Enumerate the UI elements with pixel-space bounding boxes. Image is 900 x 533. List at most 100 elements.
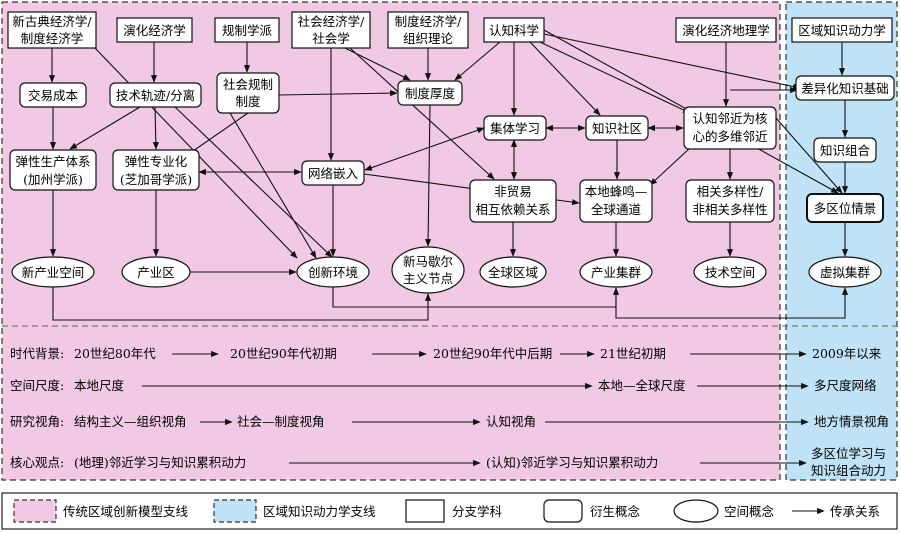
era-item-4: 21世纪初期 [600,346,666,361]
box-flex-production: 弹性生产体系 (加州学派) [9,149,97,191]
legend-swatch-traditional [13,499,57,523]
core-item-3-l1: 多区位学习与 [811,446,886,461]
label-industrial-district: 产业区 [137,265,175,280]
label-related-variety-l2: 非相关多样性 [692,202,767,217]
box-local-buzz: 本地蜂鸣— 全球通道 [579,179,653,223]
label-neo-marshallian-l1: 新马歇尔 [403,254,453,269]
box-cognitive-proximity: 认知邻近为核 心的多维邻近 [683,106,777,150]
arrow-cognitive-community [529,41,601,116]
label-cognitive: 认知科学 [489,23,539,38]
legend-swatch-knowledge [213,499,257,523]
label-tech-trajectory: 技术轨迹/分离 [116,88,195,103]
label-industrial-cluster: 产业集群 [591,265,642,280]
label-local-buzz-l2: 全球通道 [591,202,642,217]
box-untraded-interdependence: 非贸易 相互依赖关系 [469,179,557,223]
label-flex-specialization-l1: 弹性专业化 [125,154,188,169]
legend-label-knowledge: 区域知识动力学支线 [263,504,376,519]
box-knowledge-dynamics: 区域知识动力学 [791,17,893,43]
label-untraded-l1: 非贸易 [494,184,532,199]
arrow-social-thickness [278,90,398,97]
legend-label-discipline: 分支学科 [452,504,503,519]
label-knowledge-combination: 知识组合 [820,143,871,158]
arrow-proximity-buzz [649,147,691,186]
label-untraded-l2: 相互依赖关系 [475,202,550,217]
label-global-region: 全球区域 [488,265,538,280]
box-institutional: 制度经济学/ 组织理论 [387,11,469,49]
label-neoclassical-l1: 新古典经济学/ [12,14,92,29]
scale-label: 空间尺度: [10,378,64,393]
box-differentiated-base: 差异化知识基础 [795,75,895,101]
traditional-branch-panel [1,1,781,481]
core-label: 核心观点: [10,455,64,470]
perspective-item-4: 地方情景视角 [814,414,889,429]
core-item-1: (地理)邻近学习与知识累积动力 [74,455,246,470]
arrow-trajectory-flexspec [152,106,159,150]
core-item-3-l2: 知识组合动力 [811,463,886,478]
label-socioeconomics-l1: 社会经济学/ [298,14,366,29]
ellipse-innovative-milieu: 创新环境 [296,256,370,288]
arrow-trajectory-milieu [174,106,333,258]
box-knowledge-community: 知识社区 [585,115,649,141]
label-neoclassical-l2: 制度经济学 [21,31,84,46]
arrow-cognitive-thickness [454,41,501,81]
box-knowledge-combination: 知识组合 [813,137,877,163]
label-local-buzz-l1: 本地蜂鸣— [585,184,648,199]
label-network-embedding: 网络嵌入 [308,166,359,181]
label-institutional-thickness: 制度厚度 [405,86,456,101]
perspective-label: 研究视角: [10,414,64,429]
label-institutional-l2: 组织理论 [403,31,454,46]
perspective-item-2: 社会—制度视角 [237,414,325,429]
arrow-social-milieu [229,112,317,259]
label-related-variety-l1: 相关多样性/ [697,184,765,199]
svg-text:制度经济学: 制度经济学 [21,31,84,46]
label-cognitive-proximity-l1: 认知邻近为核 [692,111,768,126]
box-regulation: 规制学派 [214,17,280,43]
ellipse-new-industrial: 新产业空间 [11,256,95,288]
label-flex-specialization-l2: (芝加哥学派) [120,172,192,187]
ellipse-industrial-district: 产业区 [121,256,191,288]
ellipse-neo-marshallian: 新马歇尔 主义节点 [391,246,465,294]
box-institutional-thickness: 制度厚度 [397,80,463,106]
era-item-5: 2009年以来 [812,346,882,361]
label-innovative-milieu: 创新环境 [308,265,358,280]
label-flex-production-l1: 弹性生产体系 [15,154,90,169]
box-neoclassical: 新古典经济学/ 制度经济学 [7,11,97,49]
box-multi-location: 多区位情景 [806,193,884,223]
box-tech-trajectory: 技术轨迹/分离 [109,82,202,108]
legend-label-traditional: 传统区域创新模型支线 [63,504,189,519]
box-transaction-cost: 交易成本 [19,82,87,108]
label-social-regulation-l2: 制度 [235,94,261,109]
label-evolutionary: 演化经济学 [123,23,186,38]
box-social-regulation: 社会规制 制度 [216,72,280,114]
legend-swatch-discipline [405,499,445,523]
arrow-cognitive-proximity [539,41,691,114]
arrow-cognitive-diffbase [543,33,801,90]
arrow-trajectory-flexprod [69,106,141,150]
box-evolutionary: 演化经济学 [116,17,193,43]
box-cognitive: 认知科学 [483,17,545,43]
arrow-proximity-multiloc [775,117,843,194]
label-social-regulation-l1: 社会规制 [223,77,273,92]
legend-label-inheritance: 传承关系 [830,504,880,519]
label-flex-production-l2: (加州学派) [23,172,83,187]
label-knowledge-community: 知识社区 [592,121,642,136]
legend-label-derived: 衍生概念 [590,504,641,519]
ellipse-virtual-cluster: 虚拟集群 [808,256,882,288]
era-item-2: 20世纪90年代初期 [230,346,337,361]
timeline-era-row: 时代背景: 20世纪80年代 20世纪90年代初期 20世纪90年代中后期 21… [10,346,882,361]
label-neo-marshallian-l2: 主义节点 [403,271,453,286]
label-knowledge-dynamics: 区域知识动力学 [798,23,886,38]
era-label: 时代背景: [10,346,64,361]
label-differentiated-base: 差异化知识基础 [801,81,889,96]
timeline-perspective-row: 研究视角: 结构主义—组织视角 社会—制度视角 认知视角 地方情景视角 [10,414,889,429]
box-related-variety: 相关多样性/ 非相关多样性 [685,179,775,223]
box-flex-specialization: 弹性专业化 (芝加哥学派) [112,149,200,191]
arrow-cluster-virtual [615,287,849,319]
era-item-3: 20世纪90年代中后期 [433,346,552,361]
label-evo-geography: 演化经济地理学 [682,23,770,38]
label-transaction-cost: 交易成本 [28,88,79,103]
box-socioeconomics: 社会经济学/ 社会学 [291,11,371,49]
legend-frame [1,492,898,530]
label-institutional-l1: 制度经济学/ [395,14,463,29]
